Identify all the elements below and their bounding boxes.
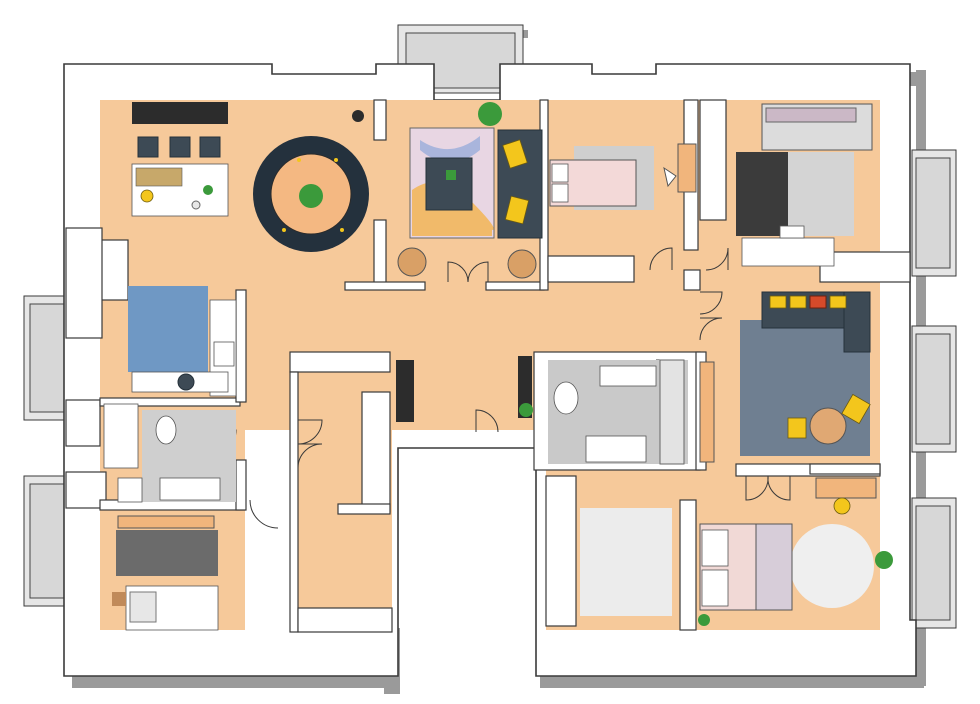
toilet-icon (155, 415, 177, 445)
rug (790, 524, 874, 608)
bar-stool (137, 136, 159, 158)
sink (159, 477, 221, 501)
plant-icon (875, 551, 893, 569)
rug (736, 152, 788, 236)
coffee-table (425, 157, 473, 211)
shower (659, 359, 685, 465)
chair-icon (833, 497, 851, 515)
master-bedroom (580, 477, 893, 626)
kitchen (131, 102, 364, 217)
bathroom-2 (103, 403, 236, 503)
side-table (507, 249, 537, 279)
bar-stool (169, 136, 191, 158)
plant-icon (519, 403, 533, 417)
rug (580, 508, 672, 616)
study (736, 103, 873, 267)
bar-stool (199, 136, 221, 158)
lounge (740, 291, 871, 456)
guest-bedroom (549, 143, 697, 210)
desk (741, 237, 835, 267)
plant-icon (478, 102, 502, 126)
armchair-icon (841, 393, 871, 425)
side-table (397, 247, 427, 277)
window-bays (23, 24, 957, 629)
dining-set (253, 136, 369, 252)
plant-icon (698, 614, 710, 626)
shelf (117, 515, 215, 529)
desk (677, 143, 697, 193)
desk (815, 477, 877, 499)
armchair-icon (787, 417, 807, 439)
lamp-icon (352, 110, 364, 122)
sink (599, 365, 657, 387)
rug (116, 530, 218, 576)
sink (213, 341, 235, 367)
tiled-floor (128, 286, 208, 372)
living-area (397, 102, 543, 279)
bathroom-3 (548, 359, 715, 465)
southwest-bedroom (112, 515, 219, 631)
cabinet (396, 360, 414, 422)
plant-icon (299, 184, 323, 208)
bathroom-1 (128, 286, 237, 397)
coffee-table (809, 407, 847, 445)
toilet-icon (553, 381, 579, 415)
wardrobe (396, 356, 533, 422)
kitchen-counter (132, 102, 228, 124)
